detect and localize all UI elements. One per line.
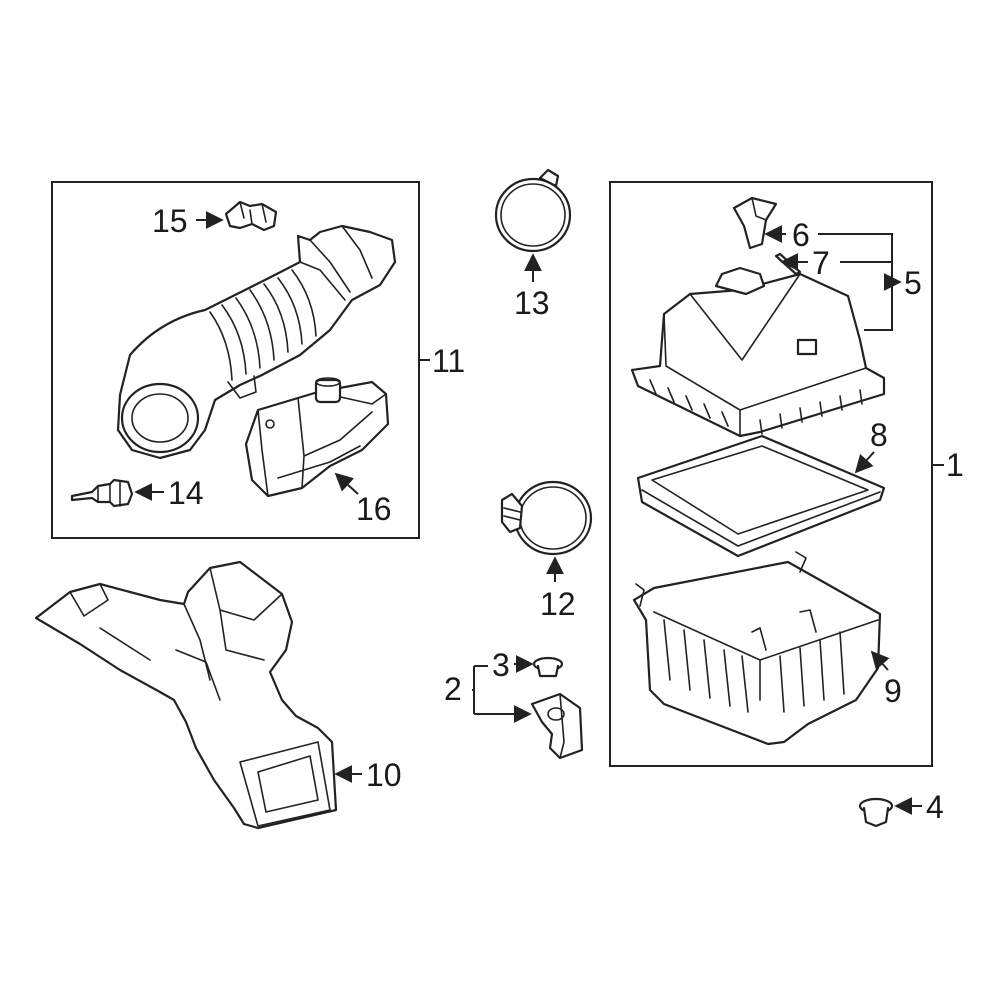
callout-8: 8 — [870, 417, 888, 453]
leader-5 — [818, 233, 900, 331]
part-5-air-cleaner-cap[interactable] — [630, 266, 886, 438]
callout-6: 6 — [792, 217, 810, 253]
inlet-duct-shape — [34, 560, 338, 830]
callout-13: 13 — [514, 285, 550, 321]
part-16-resonator[interactable] — [244, 377, 390, 498]
callout-14: 14 — [168, 475, 204, 511]
callout-7: 7 — [812, 245, 830, 281]
callout-16: 16 — [356, 491, 392, 527]
part-2-bracket[interactable] — [530, 692, 584, 760]
part-10-inlet-duct[interactable] — [34, 560, 338, 830]
leader-8 — [854, 451, 875, 474]
callout-4: 4 — [926, 789, 944, 825]
callout-15: 15 — [152, 203, 188, 239]
part-13-hose-clamp[interactable] — [494, 168, 572, 253]
part-12-hose-clamp[interactable] — [500, 480, 593, 556]
part-6-clip[interactable] — [732, 196, 778, 250]
callout-1: 1 — [946, 447, 964, 483]
callout-9: 9 — [884, 673, 902, 709]
leader-9 — [870, 650, 890, 671]
part-15-elbow-connector[interactable] — [224, 200, 278, 232]
part-11-intake-hose[interactable] — [116, 224, 397, 460]
leader-16 — [334, 472, 359, 495]
part-8-filter-element[interactable] — [636, 434, 886, 558]
callout-10: 10 — [366, 757, 402, 793]
callout-12: 12 — [540, 586, 576, 622]
callout-11: 11 — [432, 343, 465, 379]
part-7-spring-pin[interactable] — [774, 252, 802, 276]
callout-2: 2 — [444, 671, 462, 707]
part-9-air-cleaner-case[interactable] — [632, 551, 882, 746]
callout-3: 3 — [492, 647, 510, 683]
leader-2 — [472, 665, 530, 714]
group-box-air-cleaner — [609, 181, 933, 767]
part-14-sensor[interactable] — [70, 478, 134, 508]
callout-5: 5 — [904, 265, 922, 301]
part-3-grommet[interactable] — [532, 656, 564, 678]
part-4-grommet[interactable] — [858, 797, 894, 828]
